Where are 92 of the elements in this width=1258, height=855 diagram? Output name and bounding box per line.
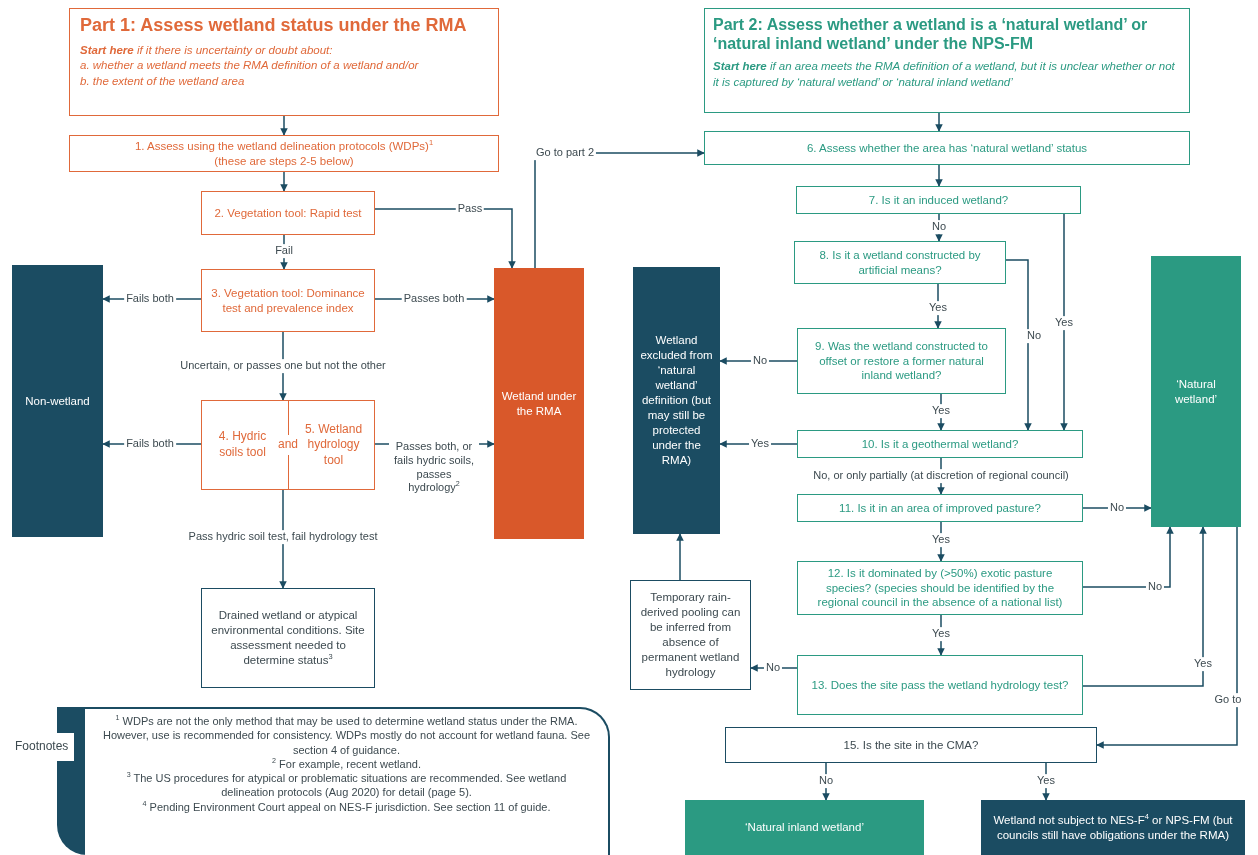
arrow	[935, 112, 943, 132]
heading-box	[704, 8, 1190, 113]
arrow	[1060, 213, 1068, 431]
arrow	[676, 533, 684, 581]
node-text: 2. Vegetation tool: Rapid test	[214, 205, 362, 221]
node-text: ‘Natural wetland’	[1173, 376, 1219, 407]
arrow	[1042, 762, 1050, 801]
arrow	[280, 171, 288, 192]
edge-label: Yes	[930, 404, 952, 418]
intro-text: a. whether a wetland meets the RMA definition of a wetland and/or	[80, 58, 420, 74]
node-text: 10. Is it a geothermal wetland?	[861, 436, 1019, 452]
outcome-box	[12, 265, 103, 537]
node-text: (these are steps 2-5 below)	[214, 153, 354, 169]
footnote-text: $^{4}$ Pending Environment Court appeal on NES-F jurisdiction. See section 11 of guide.	[142, 799, 551, 815]
step-label: 4. Hydric soils tool	[217, 428, 268, 461]
arrow	[937, 521, 945, 562]
node-text: 15. Is the site in the CMA?	[843, 737, 979, 753]
outcome-box	[685, 800, 924, 855]
arrow	[1096, 526, 1238, 749]
node-text: Wetland not subject to NES-F$^{4}$ or NPS-FM (but councils still have obligations under the RMA)	[992, 812, 1234, 843]
edge-label: Pass hydric soil test, fail hydrology test	[186, 530, 380, 544]
edge-label: Yes	[1053, 316, 1075, 330]
edge-label: Yes	[1192, 657, 1214, 671]
arrow	[937, 614, 945, 656]
edge-label: Yes	[930, 627, 952, 641]
outcome-box	[981, 800, 1245, 855]
node-text: Wetland under the RMA	[500, 388, 578, 419]
decision-box	[797, 561, 1083, 615]
process-box	[201, 400, 375, 490]
edge-label: Go to	[1212, 693, 1244, 707]
process-box	[725, 727, 1097, 763]
node-text: Temporary rain-derived pooling can be inferred from absence of permanent wetland hydrology	[639, 590, 742, 680]
intro-text: Start here if it there is uncertainty or doubt about:	[80, 42, 334, 58]
arrow	[1082, 526, 1174, 588]
edge-label: No	[929, 220, 949, 234]
decision-box	[797, 655, 1083, 715]
arrow	[719, 357, 798, 365]
decision-box	[704, 131, 1190, 165]
edge-label: No	[816, 774, 836, 788]
decision-box	[797, 430, 1083, 458]
node-text: 3. Vegetation tool: Dominance test and prevalence index	[210, 285, 366, 316]
edge-label: No, or only partially (at discretion of regional council)	[811, 469, 1071, 483]
edge-label: Yes	[1035, 774, 1057, 788]
heading: Part 2: Assess whether a wetland is a ‘natural wetland’ or ‘natural inland wetland’ under the NPS-FM	[713, 15, 1149, 54]
step-label: 5. Wetland hydrology tool	[303, 420, 364, 469]
intro-text: Start here if an area meets the RMA definition of a wetland, but it is unclear whether or not it is captured by ‘natural wetland’ or ‘natural inland wetland’	[713, 59, 1176, 90]
arrow	[280, 234, 288, 270]
edge-label: Fail	[273, 244, 295, 258]
footnote-text: $^{2}$ For example, recent wetland.	[272, 756, 421, 772]
node-text: Non-wetland	[25, 393, 90, 409]
node-text: ‘Natural inland wetland’	[745, 820, 864, 835]
node-text: 1. Assess using the wetland delineation protocols (WDPs)$^{1}$	[134, 138, 434, 154]
arrow	[280, 115, 288, 136]
connector-word: and	[277, 435, 299, 455]
arrow	[1082, 526, 1207, 687]
node-text: 12. Is it dominated by (>50%) exotic pasture species? (species should be identified by the regional council in the absence of a national list)	[816, 565, 1064, 611]
intro-text: b. the extent of the wetland area	[80, 73, 246, 89]
decision-box	[797, 328, 1006, 394]
edge-label: No	[1024, 329, 1044, 343]
node-text: Wetland excluded from ‘natural wetland’ definition (but may still be protected under the RMA)	[639, 333, 714, 468]
arrow	[937, 393, 945, 431]
node-text: 13. Does the site pass the wetland hydrology test?	[811, 677, 1069, 693]
edge-label: Go to part 2	[533, 146, 597, 160]
arrow	[935, 164, 943, 187]
node-text: 9. Was the wetland constructed to offset or restore a former natural inland wetland?	[814, 338, 989, 384]
node-text: 8. Is it a wetland constructed by artificial means?	[818, 247, 982, 278]
node-text: Drained wetland or atypical environmental conditions. Site assessment needed to determine status$^{3}$	[210, 608, 366, 668]
footnote-text: $^{1}$ WDPs are not the only method that may be used to determine wetland status under the RMA. However, use is recommended for consistency. WDPs mostly do not account for wetland fauna. See section 4 of guidance.	[101, 714, 592, 757]
process-box	[201, 191, 375, 235]
process-box	[201, 269, 375, 332]
edge-label: Passes both, or fails hydric soils, passes hydrology$^{2}$	[389, 439, 479, 495]
footnote-text: $^{3}$ The US procedures for atypical or problematic situations are recommended. See wetland delineation protocols (Aug 2020) for detail (page 5).	[125, 771, 568, 800]
outcome-box	[633, 267, 720, 534]
decision-box	[797, 494, 1083, 522]
node-text: 7. Is it an induced wetland?	[868, 192, 1009, 208]
process-box	[201, 588, 375, 688]
process-box	[630, 580, 751, 690]
arrow	[1005, 259, 1032, 431]
outcome-box	[1151, 256, 1241, 527]
edge-label: Uncertain, or passes one but not the other	[178, 359, 388, 373]
arrow	[279, 489, 287, 589]
decision-box	[796, 186, 1081, 214]
heading: Part 1: Assess wetland status under the RMA	[80, 15, 468, 37]
node-text: 11. Is it in an area of improved pasture?	[839, 500, 1041, 516]
node-text: 6. Assess whether the area has ‘natural wetland’ status	[806, 140, 1088, 156]
edge-label: Yes	[930, 533, 952, 547]
arrow	[1082, 504, 1152, 512]
process-box	[69, 135, 499, 172]
decision-box	[794, 241, 1006, 284]
edge-label: Yes	[927, 301, 949, 315]
heading-box	[69, 8, 499, 116]
outcome-box	[494, 268, 584, 539]
